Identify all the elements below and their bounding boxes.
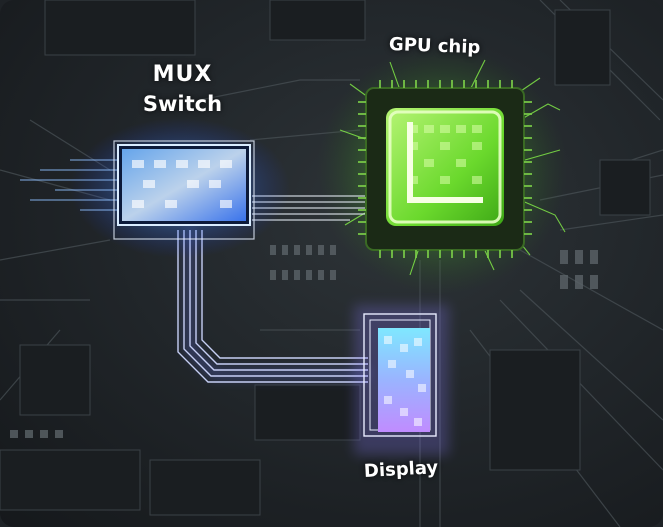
display-label: Display [363,457,439,482]
background-chips [0,0,651,516]
background-pads [10,245,598,438]
display-pixels [384,336,426,426]
mux-label-line1: MUX [152,62,213,87]
mux-display-link [177,230,368,383]
mux-switch-chip [20,118,290,258]
gpu-label: GPU chip [388,34,481,59]
mux-light-rays [20,159,118,211]
display-chip [354,305,449,455]
mux-die-cells [132,160,232,208]
mux-label-line2: Switch [142,92,223,116]
gpu-chip [317,45,567,295]
gpu-pins [358,80,532,258]
